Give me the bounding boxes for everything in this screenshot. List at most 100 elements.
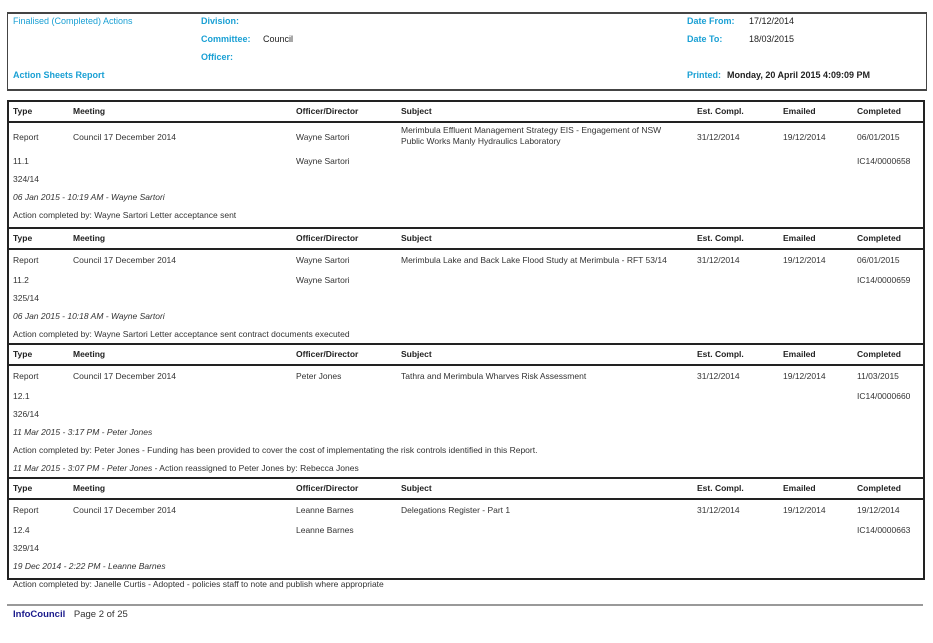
action-note-row: Action completed by: Wayne Sartori Lette… (9, 205, 923, 223)
action-completed: 11/03/2015 (857, 371, 899, 381)
action-resolution: 329/14 (13, 543, 39, 553)
action-resolution-row: 325/14 (9, 288, 923, 306)
action-emailed: 19/12/2014 (783, 505, 826, 515)
officer-label: Officer: (201, 52, 234, 62)
column-header-est: Est. Compl. (697, 233, 744, 243)
column-header-completed: Completed (857, 483, 901, 493)
column-header-officer: Officer/Director (296, 349, 359, 359)
column-header-emailed: Emailed (783, 483, 816, 493)
committee-label: Committee: (201, 34, 251, 44)
action-subject: Merimbula Lake and Back Lake Flood Study… (401, 255, 667, 265)
action-subject: Tathra and Merimbula Wharves Risk Assess… (401, 371, 587, 381)
action-reference: IC14/0000659 (857, 275, 911, 285)
action-est: 31/12/2014 (697, 132, 740, 142)
action-subject: Delegations Register - Part 1 (401, 505, 511, 515)
action-officer: Leanne Barnes (296, 505, 354, 515)
action-meeting: Council 17 December 2014 (73, 255, 177, 265)
column-header-officer: Officer/Director (296, 233, 359, 243)
division-label: Division: (201, 16, 240, 26)
report-header: Finalised (Completed) Actions Action She… (7, 12, 927, 91)
date-to-value: 18/03/2015 (749, 34, 795, 44)
column-header-meeting: Meeting (73, 233, 106, 243)
action-note-row: 11 Mar 2015 - 3:17 PM - Peter Jones (9, 422, 923, 440)
action-emailed: 19/12/2014 (783, 132, 826, 142)
action-type: Report (13, 132, 39, 142)
column-header-meeting: Meeting (73, 483, 106, 493)
column-header-type: Type (13, 349, 33, 359)
column-header-est: Est. Compl. (697, 483, 744, 493)
action-emailed: 19/12/2014 (783, 371, 826, 381)
column-header-est: Est. Compl. (697, 349, 744, 359)
action-item-number: 12.1 (13, 391, 30, 401)
printed-label: Printed: (687, 70, 722, 80)
note-text: Action completed by: Peter Jones - Fundi… (13, 445, 538, 455)
note-text: Action completed by: Wayne Sartori Lette… (13, 329, 350, 339)
action-completed: 06/01/2015 (857, 132, 900, 142)
action-meeting: Council 17 December 2014 (73, 132, 177, 142)
column-header-emailed: Emailed (783, 106, 816, 116)
action-resolution: 326/14 (13, 409, 39, 419)
note-timestamp: 06 Jan 2015 - 10:18 AM - Wayne Sartori (13, 311, 165, 321)
note-text: Action completed by: Wayne Sartori Lette… (13, 210, 237, 220)
action-resolution-row: 326/14 (9, 404, 923, 422)
report-status: Finalised (Completed) Actions (13, 16, 133, 26)
action-meeting: Council 17 December 2014 (73, 505, 177, 515)
action-reference: IC14/0000660 (857, 391, 911, 401)
footer: InfoCouncil Page 2 of 25 (13, 609, 128, 620)
column-header-completed: Completed (857, 349, 901, 359)
action-item-number: 11.1 (13, 156, 29, 166)
action-note-row: Action completed by: Wayne Sartori Lette… (9, 324, 923, 342)
action-officer: Wayne Sartori (296, 255, 350, 265)
column-header-meeting: Meeting (73, 349, 106, 359)
action-est: 31/12/2014 (697, 505, 740, 515)
action-note: 11 Mar 2015 - 3:07 PM - Peter Jones - Ac… (13, 463, 359, 473)
action-note: 06 Jan 2015 - 10:18 AM - Wayne Sartori (13, 311, 165, 321)
action-completed: 06/01/2015 (857, 255, 900, 265)
action-note-row: 11 Mar 2015 - 3:07 PM - Peter Jones - Ac… (9, 458, 923, 476)
action-note-row: 06 Jan 2015 - 10:18 AM - Wayne Sartori (9, 306, 923, 324)
column-header-est: Est. Compl. (697, 106, 744, 116)
column-header-completed: Completed (857, 233, 901, 243)
footer-brand: InfoCouncil (13, 609, 66, 620)
action-type: Report (13, 505, 39, 515)
action-item-number: 12.4 (13, 525, 30, 535)
column-header-emailed: Emailed (783, 349, 816, 359)
committee-value: Council (263, 34, 294, 44)
action-meeting: Council 17 December 2014 (73, 371, 177, 381)
report-name: Action Sheets Report (13, 70, 105, 80)
note-timestamp: 11 Mar 2015 - 3:07 PM - Peter Jones (13, 463, 153, 473)
action-item-number: 11.2 (13, 275, 29, 285)
action-resolution-row: 329/14 (9, 538, 923, 556)
column-header-subject: Subject (401, 233, 432, 243)
action-emailed: 19/12/2014 (783, 255, 826, 265)
action-resolution-row: 324/14 (9, 169, 923, 187)
note-text: - Action reassigned to Peter Jones by: R… (152, 463, 359, 473)
date-from-label: Date From: (687, 16, 735, 26)
action-reference: IC14/0000658 (857, 156, 911, 166)
column-header-emailed: Emailed (783, 233, 816, 243)
column-header-meeting: Meeting (73, 106, 106, 116)
action-note-row: 06 Jan 2015 - 10:19 AM - Wayne Sartori (9, 187, 923, 205)
action-note: Action completed by: Peter Jones - Fundi… (13, 445, 537, 455)
note-text: Action completed by: Janelle Curtis - Ad… (13, 579, 384, 589)
action-type: Report (13, 371, 39, 381)
column-header-completed: Completed (857, 106, 901, 116)
action-main-row: Report Council 17 December 2014 Leanne Bar… (9, 500, 923, 520)
action-note: Action completed by: Wayne Sartori Lette… (13, 329, 350, 339)
column-header-type: Type (13, 106, 33, 116)
action-note: Action completed by: Janelle Curtis - Ad… (13, 579, 384, 589)
action-resolution: 324/14 (13, 174, 39, 184)
